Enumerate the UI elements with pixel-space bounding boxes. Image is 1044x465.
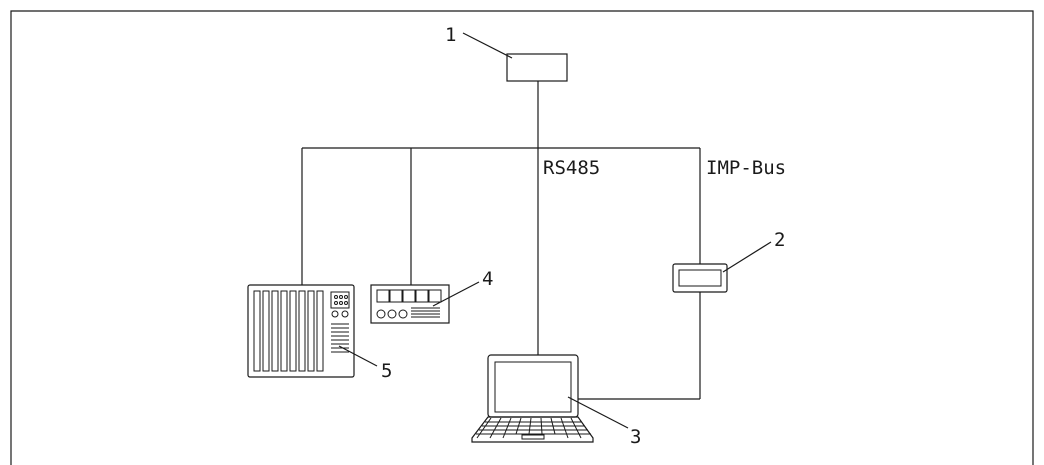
callout-3: 3 bbox=[630, 426, 641, 448]
device-4-indicator bbox=[370, 284, 450, 324]
callout-4: 4 bbox=[482, 268, 493, 290]
callout-leaders bbox=[338, 32, 772, 429]
device-5-controller bbox=[247, 284, 355, 378]
device-2-display-unit bbox=[672, 263, 728, 293]
device-1-box bbox=[506, 53, 568, 82]
bus-label-imp: IMP-Bus bbox=[706, 157, 786, 179]
device-3-laptop bbox=[471, 354, 594, 443]
callout-5: 5 bbox=[381, 360, 392, 382]
callout-1: 1 bbox=[445, 24, 456, 46]
frame bbox=[10, 10, 1034, 465]
callout-2: 2 bbox=[774, 229, 785, 251]
bus-label-rs485: RS485 bbox=[543, 157, 600, 179]
bus-wiring bbox=[301, 81, 701, 400]
